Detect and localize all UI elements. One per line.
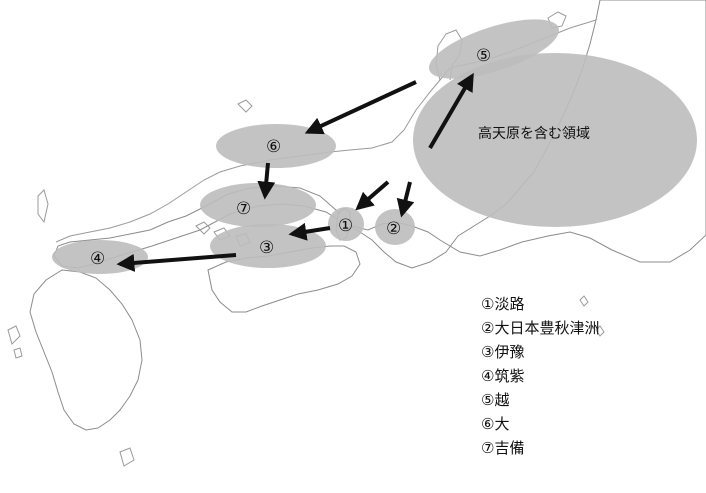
region-label-7: ⑦ — [236, 199, 251, 219]
legend-item-4: ④筑紫 — [481, 367, 525, 385]
region-label-5: ⑤ — [476, 46, 491, 66]
arrow-5-to-6 — [304, 80, 417, 135]
legend-item-1: ①淡路 — [481, 295, 525, 313]
arrows — [116, 72, 474, 272]
oki-island — [237, 99, 253, 113]
arrow-1-to-3 — [288, 222, 331, 241]
legend-item-6: ⑥大 — [481, 415, 510, 433]
region-label-6: ⑥ — [266, 137, 281, 157]
region-area-5 — [428, 19, 560, 79]
arrow-3-to-4 — [116, 253, 237, 272]
legend: ①淡路 ②大日本豊秋津洲 ③伊豫 ④筑紫 ⑤越 ⑥大 ⑦吉備 — [481, 292, 681, 460]
tsushima-island — [37, 189, 49, 224]
izu-islands — [579, 295, 605, 337]
arrow-takamagahara-to-2 — [396, 181, 415, 218]
takamagahara-label: 高天原を含む領域 — [478, 125, 590, 142]
legend-item-3: ③伊豫 — [481, 343, 525, 361]
region-label-4: ④ — [90, 249, 105, 269]
legend-item-5: ⑤越 — [481, 391, 510, 409]
region-labels: 高天原を含む領域 ⑤ ⑥ ⑦ ① ② ③ ④ — [90, 46, 590, 269]
region-label-3: ③ — [259, 238, 274, 258]
region-area-2 — [375, 209, 415, 245]
region-areas — [52, 19, 697, 274]
region-label-1: ① — [338, 216, 353, 236]
yakushima-island — [119, 447, 135, 467]
region-label-2: ② — [386, 219, 401, 239]
legend-item-2: ②大日本豊秋津洲 — [481, 319, 600, 337]
legend-item-7: ⑦吉備 — [481, 439, 525, 457]
region-area-6 — [216, 124, 336, 168]
arrow-6-to-7 — [257, 162, 276, 200]
region-area-1 — [328, 207, 364, 241]
kyushu-outline — [29, 269, 143, 431]
goto-islands — [7, 325, 23, 359]
arrow-takamagahara-to-1 — [355, 180, 390, 211]
region-area-7 — [200, 183, 316, 227]
region-area-takamagahara — [413, 53, 697, 227]
arrow-takamagahara-to-5 — [428, 72, 474, 150]
